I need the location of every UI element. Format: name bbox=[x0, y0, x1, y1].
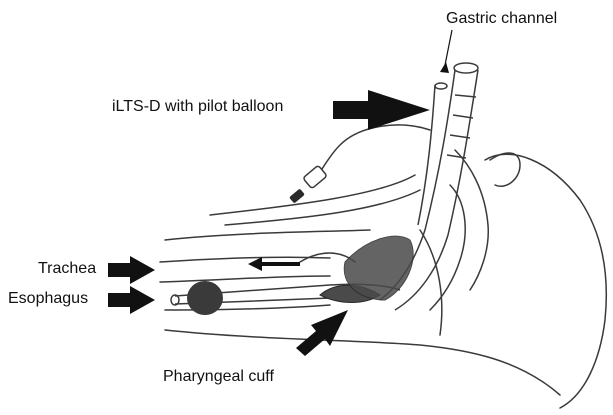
trachea-arrow bbox=[108, 256, 155, 284]
pharyngeal-cuff-label: Pharyngeal cuff bbox=[163, 369, 274, 385]
pharyngeal-cuff-shape bbox=[344, 236, 413, 300]
gastric-pointer bbox=[440, 30, 452, 73]
trachea-inner-arrow bbox=[248, 257, 300, 271]
nasal-curve-2 bbox=[225, 190, 420, 225]
neck-lower-outline bbox=[165, 330, 560, 395]
esophagus-ball bbox=[187, 281, 223, 315]
arrows bbox=[108, 90, 430, 356]
pilot-line bbox=[318, 125, 430, 175]
ilts-arrow bbox=[333, 90, 430, 130]
pilot-balloon bbox=[289, 165, 327, 203]
trachea-lower-wall bbox=[160, 276, 330, 282]
neck-upper-outline bbox=[165, 230, 370, 240]
nose-outline bbox=[490, 153, 520, 186]
gastric-channel-label: Gastric channel bbox=[446, 11, 557, 27]
palate-outline bbox=[455, 150, 488, 290]
tongue-outline bbox=[430, 185, 465, 310]
esophagus-arrow bbox=[108, 286, 155, 314]
ilts-d-label: iLTS-D with pilot balloon bbox=[112, 99, 283, 115]
trachea-label: Trachea bbox=[38, 261, 96, 277]
pharynx-back-wall bbox=[420, 230, 442, 335]
head-outline bbox=[485, 154, 606, 408]
esophagus-label: Esophagus bbox=[8, 291, 88, 307]
pharyngeal-cuff-arrow bbox=[296, 310, 348, 356]
